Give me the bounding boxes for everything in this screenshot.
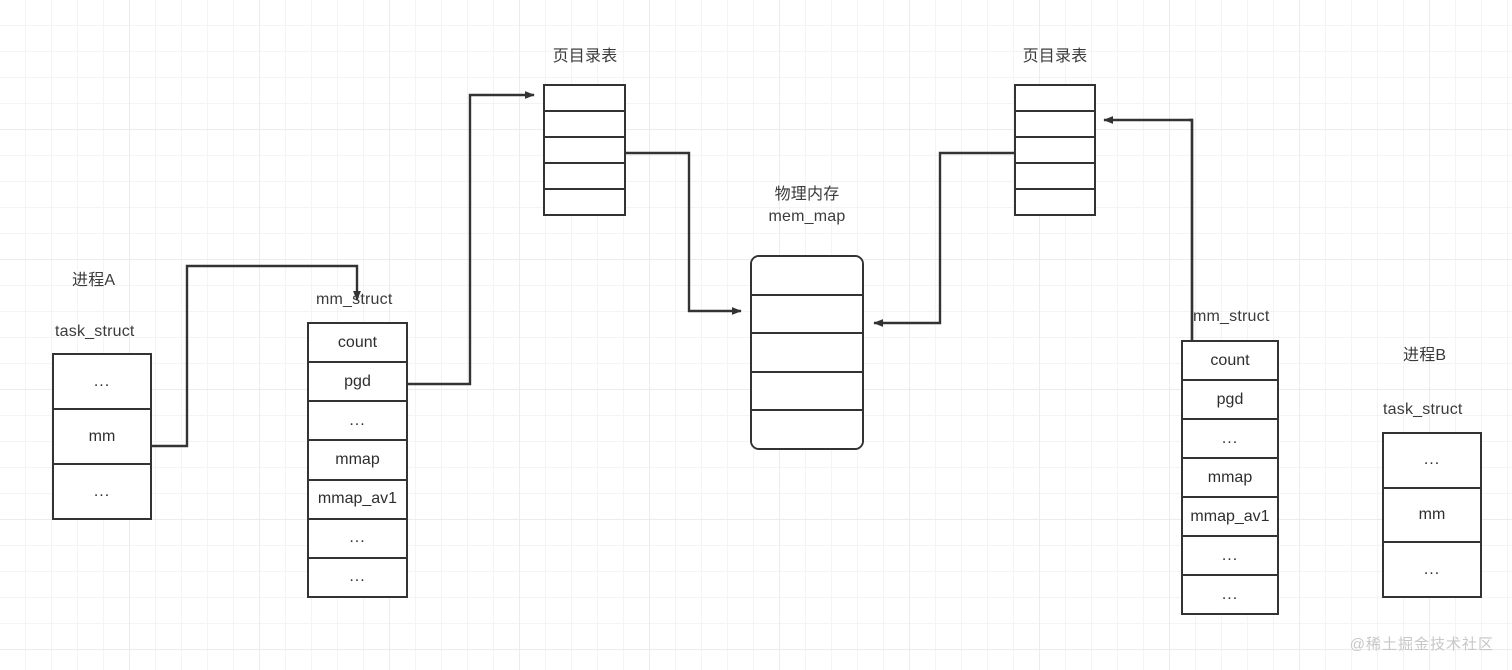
cell-text: ... [349,529,366,547]
page-dir-right-box [1014,84,1096,216]
task-struct-b-row[interactable]: ... [1384,543,1480,597]
mm-struct-b-row-mmap[interactable]: mmap [1183,459,1277,498]
cell-text: mm [1418,506,1446,523]
mm-struct-a-row[interactable]: ... [309,519,406,559]
label-page-dir-left: 页目录表 [552,48,618,65]
cell-text: ... [349,568,366,586]
mm-struct-b-row-pgd[interactable]: pgd [1183,381,1277,420]
mm-struct-a-box: count pgd ... mmap mmap_av1 ... ... [307,322,408,598]
cell-text: ... [1221,546,1239,564]
cell-text: mm [88,427,116,445]
page-dir-right-row[interactable] [1016,164,1094,190]
mem-map-row[interactable] [752,334,862,373]
cell-text: mmap [1207,468,1253,486]
cell-text: ... [93,372,111,390]
mm-struct-b-row[interactable]: ... [1183,537,1277,576]
task-struct-a-box: ... mm ... [52,353,152,520]
label-mm-struct-a: mm_struct [316,291,393,308]
mem-map-row[interactable] [752,411,862,448]
page-dir-right-row[interactable] [1016,112,1094,138]
task-struct-b-row-mm[interactable]: mm [1384,488,1480,544]
wire-page-dir-left-to-mem-map [626,151,742,315]
page-dir-right-row[interactable] [1016,190,1094,214]
mm-struct-b-row[interactable]: ... [1183,420,1277,459]
mm-struct-b-box: count pgd ... mmap mmap_av1 ... ... [1181,340,1279,615]
cell-text: pgd [344,372,371,390]
page-dir-left-row[interactable] [545,138,624,164]
wire-page-dir-right-to-mem-map [873,151,1014,327]
mem-map-row[interactable] [752,372,862,412]
mm-struct-b-row-count[interactable]: count [1183,342,1277,381]
mm-struct-a-row-mmap-av1[interactable]: mmap_av1 [309,480,406,520]
page-dir-left-row[interactable] [545,112,624,138]
page-dir-left-row[interactable] [545,190,624,214]
label-task-struct-a: task_struct [55,323,135,340]
task-struct-a-row[interactable]: ... [54,355,150,410]
label-process-b: 进程B [1403,347,1447,364]
wire-mm-struct-b-pgd-to-page-dir-right [1103,116,1194,400]
label-process-a: 进程A [72,272,116,289]
cell-text: mmap [335,450,380,468]
cell-text: ... [1423,451,1441,469]
mm-struct-a-row[interactable]: ... [309,558,406,596]
mm-struct-b-row[interactable]: ... [1183,576,1277,613]
task-struct-a-row-mm[interactable]: mm [54,410,150,465]
page-dir-left-row[interactable] [545,86,624,112]
label-page-dir-right: 页目录表 [1022,48,1088,65]
cell-text: ... [1221,585,1239,603]
cell-text: pgd [1216,390,1244,408]
mm-struct-b-row-mmap-av1[interactable]: mmap_av1 [1183,498,1277,537]
task-struct-b-row[interactable]: ... [1384,434,1480,489]
task-struct-b-box: ... mm ... [1382,432,1482,598]
wire-mm-struct-a-pgd-to-page-dir-left [399,91,535,386]
page-dir-left-row[interactable] [545,164,624,190]
task-struct-a-row[interactable]: ... [54,465,150,518]
mem-map-row[interactable] [752,257,862,296]
mem-map-box [750,255,864,450]
cell-text: mmap_av1 [1190,507,1270,525]
cell-text: count [337,333,378,351]
cell-text: count [1210,351,1250,369]
page-dir-left-box [543,84,626,216]
page-dir-right-row[interactable] [1016,86,1094,112]
watermark: @稀土掘金技术社区 [1349,636,1494,653]
cell-text: mmap_av1 [317,490,398,508]
cell-text: ... [1221,429,1239,447]
mm-struct-a-row-count[interactable]: count [309,324,406,364]
mm-struct-a-row-pgd[interactable]: pgd [309,363,406,403]
label-task-struct-b: task_struct [1383,401,1463,418]
label-mm-struct-b: mm_struct [1193,308,1270,325]
label-physical-memory: 物理内存 [774,186,840,203]
mm-struct-a-row-mmap[interactable]: mmap [309,441,406,481]
cell-text: ... [93,482,111,500]
page-dir-right-row[interactable] [1016,138,1094,164]
cell-text: ... [349,411,366,429]
cell-text: ... [1423,560,1441,578]
mm-struct-a-row[interactable]: ... [309,402,406,442]
mem-map-row[interactable] [752,295,862,335]
label-mem-map: mem_map [768,208,846,225]
